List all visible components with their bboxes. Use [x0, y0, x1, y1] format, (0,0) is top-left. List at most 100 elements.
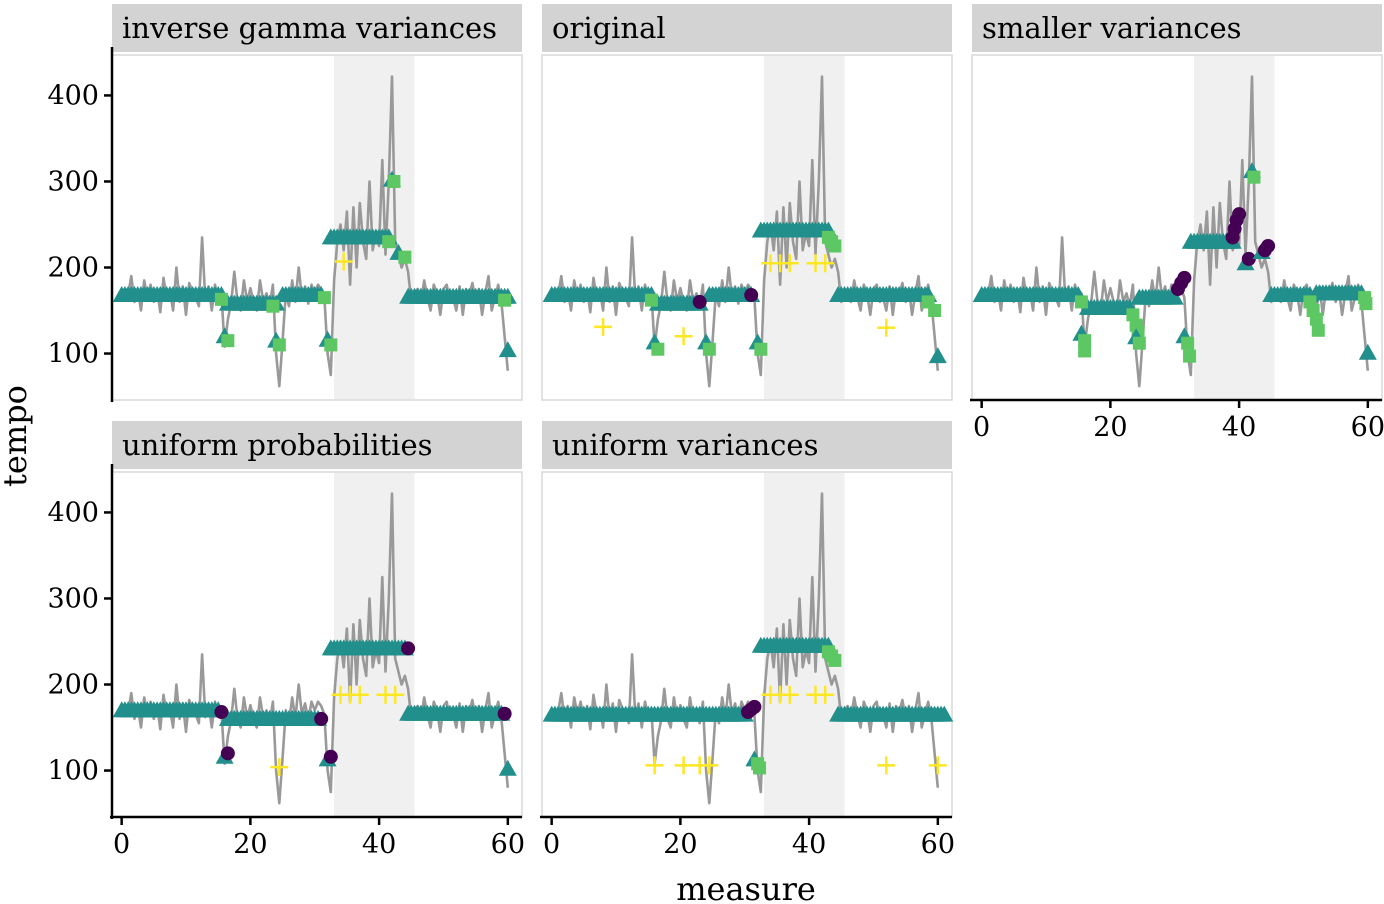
plus-marker [674, 327, 693, 346]
plus-marker [270, 758, 289, 777]
square-marker [1309, 312, 1323, 326]
square-marker [1181, 336, 1195, 350]
circle-marker [323, 749, 338, 764]
y-tick-label: 400 [47, 80, 99, 111]
facet-panel: uniform variances 0 20 40 60 [540, 421, 955, 860]
square-marker [1078, 344, 1092, 358]
x-tick-label: 20 [1093, 412, 1127, 443]
square-marker [214, 292, 228, 306]
circle-marker [214, 705, 229, 720]
x-tick-label: 60 [921, 829, 955, 860]
y-tick-label: 300 [47, 166, 99, 197]
plus-marker [780, 685, 799, 704]
x-tick-label: 0 [973, 412, 990, 443]
circle-marker [1177, 270, 1192, 285]
state-run [273, 286, 331, 302]
square-marker [1074, 295, 1088, 309]
plus-marker [645, 756, 664, 775]
square-marker [272, 338, 286, 352]
state-run [829, 286, 938, 302]
state-run [218, 709, 327, 726]
triangle-marker [498, 759, 517, 776]
x-tick-label: 40 [1222, 412, 1256, 443]
square-marker [754, 342, 768, 356]
x-tick-label: 0 [543, 829, 560, 860]
state-run [542, 705, 754, 722]
facet-strip [112, 421, 522, 469]
plus-marker [877, 756, 896, 775]
panel-background [111, 54, 523, 401]
square-marker [928, 304, 942, 318]
facet-strip [542, 4, 952, 52]
square-marker [387, 174, 401, 188]
y-axis-title: tempo [0, 385, 34, 487]
circle-marker [1232, 207, 1247, 222]
triangle-marker [498, 341, 517, 358]
triangle-marker [928, 347, 947, 364]
facet-panel: smaller variances 0 20 40 60 [970, 4, 1384, 443]
y-tick-label: 100 [47, 756, 99, 787]
circle-marker [747, 699, 762, 714]
square-marker [1183, 349, 1197, 363]
plus-marker [594, 317, 613, 336]
facet-panels: inverse gamma variances100200300400origi… [47, 4, 1384, 860]
panel-background [541, 54, 953, 401]
circle-marker [220, 746, 235, 761]
panel-background [541, 471, 953, 818]
square-marker [753, 761, 767, 775]
square-marker [498, 293, 512, 307]
state-run [399, 704, 511, 721]
square-marker [317, 291, 331, 305]
y-tick-label: 400 [47, 497, 99, 528]
facet-title: inverse gamma variances [122, 11, 497, 45]
x-tick-label: 40 [362, 829, 396, 860]
square-marker [702, 342, 716, 356]
plus-marker [350, 685, 369, 704]
plus-marker [700, 756, 719, 775]
x-tick-label: 20 [663, 829, 697, 860]
state-marker [1165, 288, 1184, 305]
state-run [829, 705, 954, 722]
state-run [399, 287, 517, 304]
x-tick-label: 20 [233, 829, 267, 860]
square-marker [1311, 323, 1325, 337]
circle-marker [692, 294, 707, 309]
state-run [1130, 288, 1184, 305]
square-marker [1247, 170, 1261, 184]
circle-marker [1261, 238, 1276, 253]
plus-marker [780, 254, 799, 273]
x-axis-title: measure [676, 870, 816, 904]
plus-marker [816, 254, 835, 273]
x-axis: 0 20 40 60 [540, 815, 955, 860]
square-marker [382, 235, 396, 249]
y-tick-label: 100 [47, 339, 99, 370]
plus-marker [928, 756, 947, 775]
panel-background [111, 471, 523, 818]
square-marker [644, 293, 658, 307]
plus-marker [386, 685, 405, 704]
state-marker [935, 705, 954, 722]
plus-marker [674, 756, 693, 775]
y-tick-label: 300 [47, 583, 99, 614]
square-marker [1126, 308, 1140, 322]
x-tick-label: 40 [792, 829, 826, 860]
facet-panel: original [541, 4, 953, 401]
plus-marker [334, 252, 353, 271]
square-marker [1359, 297, 1373, 311]
plus-marker [816, 685, 835, 704]
x-tick-label: 0 [113, 829, 130, 860]
facet-title: original [552, 11, 666, 45]
square-marker [398, 250, 412, 264]
square-marker [266, 299, 280, 313]
facet-strip [972, 4, 1382, 52]
facet-title: smaller variances [982, 11, 1242, 45]
facet-title: uniform variances [552, 428, 818, 462]
x-axis: 0 20 40 60 [970, 398, 1384, 443]
facet-strip [112, 4, 522, 52]
x-tick-label: 60 [1351, 412, 1384, 443]
